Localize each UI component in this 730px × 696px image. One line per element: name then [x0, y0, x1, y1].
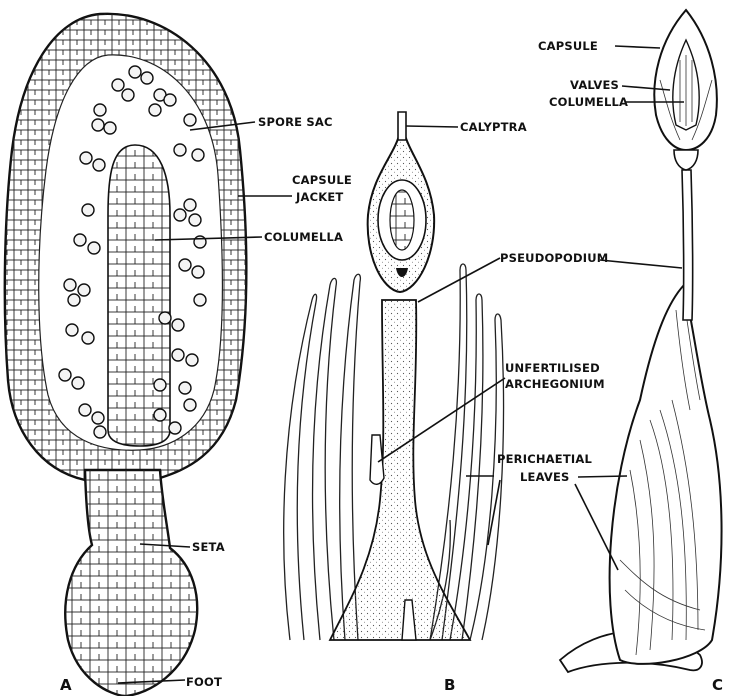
panel-label-a: A [60, 676, 72, 694]
panel-c-mature-sporophyte [560, 10, 722, 672]
panel-label-c: C [712, 676, 723, 694]
label-unfertilised-line1: UNFERTILISED [505, 361, 600, 375]
label-columella-a: COLUMELLA [264, 230, 343, 244]
columella-a [108, 145, 170, 446]
label-columella-c: COLUMELLA [549, 95, 628, 109]
panel-a-capsule-section [0, 0, 260, 696]
panel-label-b: B [444, 676, 455, 694]
label-capsule-c: CAPSULE [538, 39, 598, 53]
label-capsule-jacket-line1: CAPSULE [292, 173, 352, 187]
label-spore-sac: SPORE SAC [258, 115, 333, 129]
label-pseudopodium: PSEUDOPODIUM [500, 251, 608, 265]
label-valves: VALVES [570, 78, 619, 92]
label-calyptra: CALYPTRA [460, 120, 527, 134]
label-foot: FOOT [186, 675, 222, 689]
label-capsule-jacket-line2: JACKET [295, 190, 343, 204]
label-seta: SETA [192, 540, 225, 554]
label-perichaetial-line2: LEAVES [520, 470, 570, 484]
label-unfertilised-line2: ARCHEGONIUM [505, 377, 605, 391]
label-perichaetial-line1: PERICHAETIAL [497, 452, 592, 466]
